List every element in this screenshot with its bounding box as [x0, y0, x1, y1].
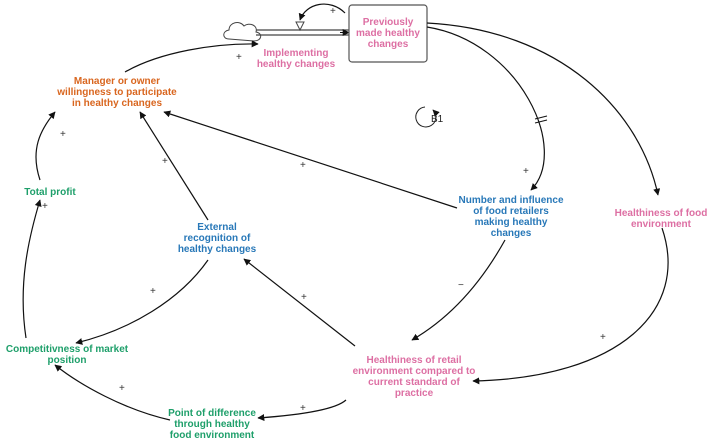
flow-valve-icon	[295, 21, 305, 32]
link-stock-to-food-environment	[426, 22, 661, 196]
link-food-environment-to-retail	[472, 227, 669, 385]
sign-recognition-to-willingness: +	[162, 156, 168, 167]
sign-competitiveness-to-profit: +	[42, 201, 48, 212]
sign-number-to-retail: −	[458, 280, 464, 291]
link-point-to-competitiveness	[54, 364, 171, 421]
node-healthiness-food-environment: Healthiness of food environment	[614, 208, 708, 230]
link-willingness-to-implementing	[124, 40, 259, 73]
loop-arrow-icon	[415, 106, 440, 128]
sign-retail-to-point: +	[300, 403, 306, 414]
sign-stock-to-number: +	[523, 166, 529, 177]
loop-label-b1: B1	[431, 114, 444, 125]
sign-recognition-to-competitiveness: +	[150, 286, 156, 297]
link-stock-to-valve	[298, 3, 346, 21]
stock-box-previously-made-changes	[348, 4, 428, 63]
node-number-influence-retailers: Number and influence of food retailers m…	[458, 195, 564, 239]
link-stock-to-number	[426, 26, 545, 191]
delay-mark-2	[534, 119, 548, 124]
node-total-profit: Total profit	[24, 187, 76, 198]
node-external-recognition: External recognition of healthy changes	[177, 222, 257, 255]
link-retail-to-recognition	[243, 258, 356, 347]
sign-retail-to-recognition: +	[301, 292, 307, 303]
node-point-of-difference: Point of difference through healthy food…	[168, 408, 256, 439]
node-competitiveness-market-position: Competitivness of market position	[5, 344, 129, 366]
node-implementing-healthy-changes: Implementing healthy changes	[256, 48, 336, 70]
delay-mark-1	[534, 115, 548, 120]
sign-stock-to-valve: +	[330, 6, 336, 17]
link-recognition-to-willingness	[139, 111, 209, 221]
link-profit-to-willingness	[35, 111, 56, 181]
link-number-to-retail	[411, 239, 506, 341]
sign-point-to-competitiveness: +	[119, 383, 125, 394]
sign-willingness-to-implementing: +	[236, 52, 242, 63]
link-competitiveness-to-profit	[22, 199, 42, 339]
link-recognition-to-competitiveness	[75, 259, 209, 345]
node-manager-willingness: Manager or owner willingness to particip…	[57, 76, 177, 109]
node-healthiness-retail-environment: Healthiness of retail environment compar…	[352, 355, 476, 399]
sign-number-to-willingness: +	[300, 160, 306, 171]
node-previously-made-changes: Previously made healthy changes	[356, 17, 420, 50]
link-number-to-willingness	[163, 110, 458, 209]
sign-profit-to-willingness: +	[60, 129, 66, 140]
cloud-icon	[223, 22, 262, 42]
link-retail-to-point	[257, 399, 347, 422]
sign-food-environment-to-retail: +	[600, 332, 606, 343]
